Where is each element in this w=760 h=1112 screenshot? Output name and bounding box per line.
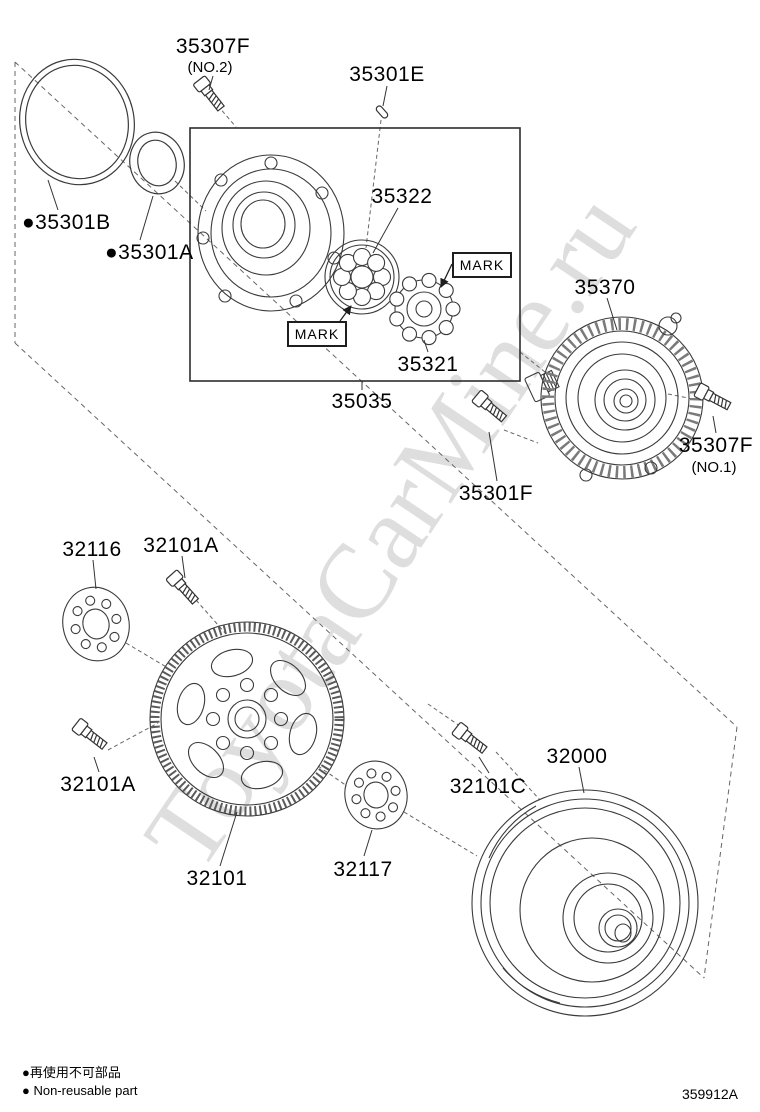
fasteners xyxy=(70,74,734,757)
callout-32101a-upper: 32101A xyxy=(143,534,219,557)
callout-35307f-no2-note: (NO.2) xyxy=(187,59,233,76)
bolt-35307f-no2 xyxy=(192,74,228,114)
assembly-boundary xyxy=(14,61,738,979)
bolt-35301f xyxy=(470,389,510,426)
legend-nonreusable-en: ● Non-reusable part xyxy=(22,1083,138,1098)
callout-35322: 35322 xyxy=(371,185,433,208)
part-32000-torque-converter xyxy=(471,789,699,1017)
callout-35301a: ●35301A xyxy=(105,241,194,264)
mark-box-lower: MARK xyxy=(287,321,347,347)
callout-35301f: 35301F xyxy=(458,482,534,505)
callout-32000: 32000 xyxy=(546,745,608,768)
diagram-code: 359912A xyxy=(681,1086,738,1102)
part-32117-spacer xyxy=(344,760,408,830)
part-35301b-o-ring xyxy=(19,58,135,186)
callout-32117: 32117 xyxy=(333,858,393,881)
callout-35370: 35370 xyxy=(574,276,636,299)
callout-35035: 35035 xyxy=(331,390,393,413)
callout-32116: 32116 xyxy=(62,538,122,561)
bolt-32101c xyxy=(450,721,490,757)
callout-32101c: 32101C xyxy=(449,775,527,798)
callout-35301e: 35301E xyxy=(349,63,425,86)
callout-35321: 35321 xyxy=(397,353,459,376)
part-35301a-oil-seal xyxy=(129,131,185,195)
callout-35307f-no2: 35307F xyxy=(175,35,251,58)
legend-nonreusable-jp: ●再使用不可部品 xyxy=(22,1065,121,1080)
part-35322-pump-rotor xyxy=(324,239,400,315)
bolt-32101a-lower xyxy=(70,717,110,753)
callout-35307f-no1: 35307F xyxy=(678,434,754,457)
bolt-32101a-upper xyxy=(165,568,202,607)
callout-32101a-lower: 32101A xyxy=(60,773,136,796)
leader-lines xyxy=(47,75,717,867)
oil-pump-group-box xyxy=(189,127,521,382)
part-35321-driven-gear xyxy=(389,272,461,346)
pin-35301e xyxy=(375,105,389,119)
mark-arrows xyxy=(339,263,453,322)
mark-box-upper: MARK xyxy=(452,252,512,278)
callout-35301b: ●35301B xyxy=(22,211,111,234)
callout-32101: 32101 xyxy=(186,867,248,890)
part-32101-drive-plate xyxy=(149,621,345,817)
part-35370-stator-assembly xyxy=(524,312,704,482)
callout-35307f-no1-note: (NO.1) xyxy=(691,459,737,476)
part-35035-oil-pump-body xyxy=(196,154,345,312)
part-32116-spacer xyxy=(62,586,130,662)
